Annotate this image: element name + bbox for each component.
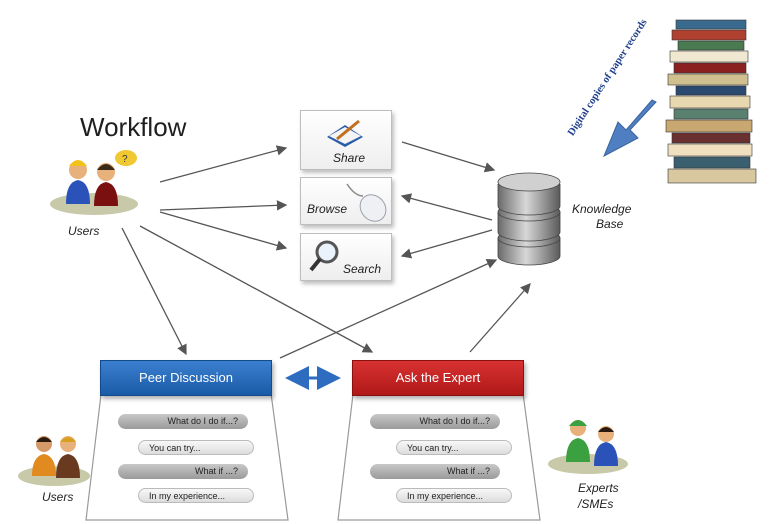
- knowledge-base-label: Knowledge Base: [572, 202, 631, 232]
- experts-group-icon: [544, 412, 630, 476]
- expert-message-3: What if ...?: [370, 464, 500, 479]
- share-label: Share: [333, 151, 366, 165]
- arrow-users-to-share: [159, 145, 288, 183]
- knowledge-base-label-line1: Knowledge: [572, 202, 632, 216]
- arrow-users-to-search: [159, 211, 288, 251]
- peer-users-icon: [14, 426, 94, 488]
- arrow-kb-to-browse: [400, 193, 493, 221]
- arrow-share-to-kb: [401, 141, 496, 173]
- peer-message-2: You can try...: [138, 440, 254, 455]
- users-label: Users: [68, 224, 100, 238]
- ask-expert-header[interactable]: Ask the Expert: [352, 360, 524, 396]
- magnifier-icon: [309, 240, 339, 272]
- arrow-users-to-peer: [121, 227, 187, 356]
- expert-message-4: In my experience...: [396, 488, 512, 503]
- book-stack-icon: [664, 16, 764, 192]
- big-import-arrow: [603, 99, 657, 158]
- mouse-icon: [346, 183, 387, 222]
- arrow-peer-to-kb: [279, 259, 498, 359]
- search-card[interactable]: Search: [300, 233, 392, 281]
- peer-message-4: In my experience...: [138, 488, 254, 503]
- workflow-title: Workflow: [80, 112, 187, 142]
- peer-message-3: What if ...?: [118, 464, 248, 479]
- arrow-users-to-expert: [139, 225, 374, 353]
- users-group-icon: ?: [44, 148, 140, 216]
- expert-message-1: What do I do if...?: [370, 414, 500, 429]
- database-icon: [494, 168, 564, 272]
- arrow-kb-to-search: [400, 229, 493, 259]
- experts-label-line2: /SMEs: [578, 497, 614, 511]
- arrow-users-to-browse: [159, 200, 288, 211]
- peer-message-1: What do I do if...?: [118, 414, 248, 429]
- experts-label-line1: Experts: [578, 481, 619, 495]
- experts-label: Experts /SMEs: [578, 480, 619, 512]
- share-card[interactable]: Share: [300, 110, 392, 170]
- svg-text:?: ?: [122, 154, 128, 165]
- peer-users-label: Users: [42, 490, 74, 504]
- browse-label: Browse: [307, 202, 348, 216]
- knowledge-base-label-line2: Base: [596, 217, 624, 231]
- search-label: Search: [343, 262, 382, 276]
- peer-discussion-header[interactable]: Peer Discussion: [100, 360, 272, 396]
- book-pen-icon: [327, 119, 363, 147]
- browse-card[interactable]: Browse: [300, 177, 392, 225]
- arrow-expert-to-kb: [469, 283, 531, 353]
- expert-message-2: You can try...: [396, 440, 512, 455]
